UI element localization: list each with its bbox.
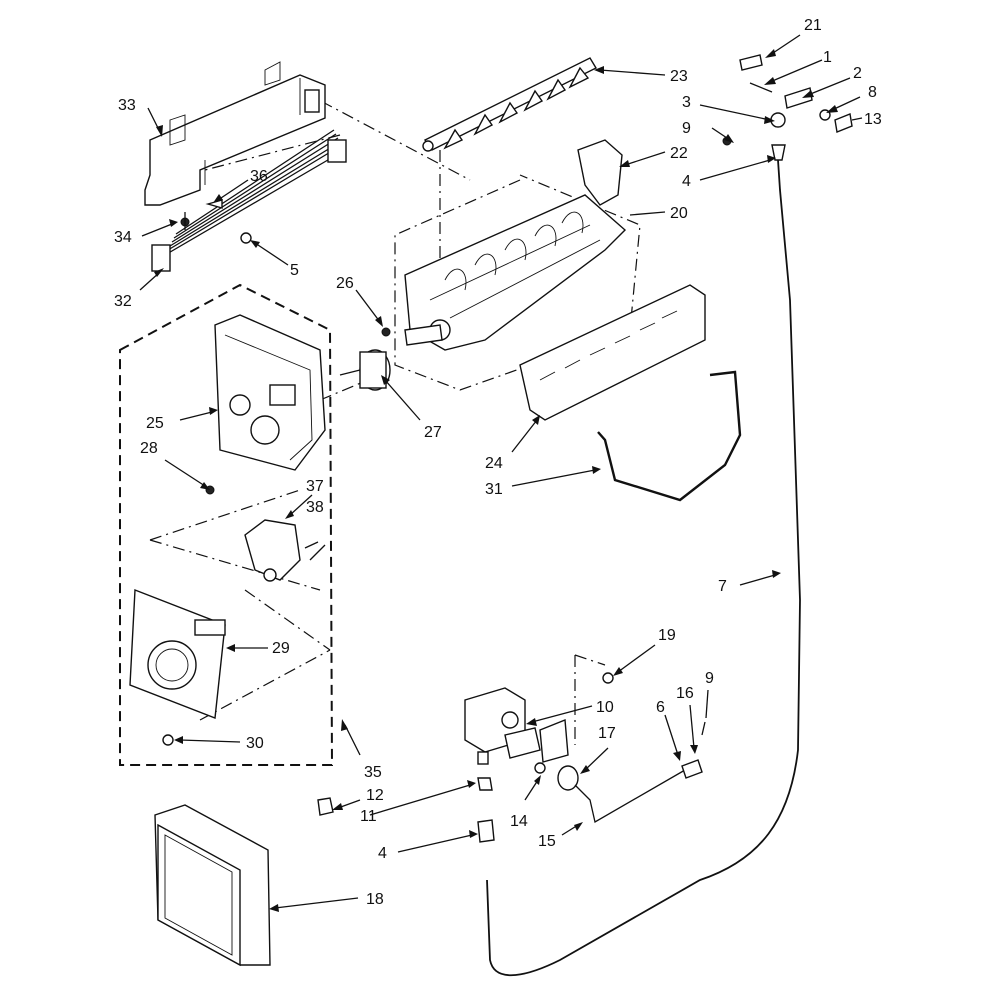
- callout-labels: 21 1 2 3 8 9 13 23 22 4 20 33 36 34 5 32…: [114, 17, 882, 908]
- label-13: 13: [864, 111, 882, 128]
- label-36: 36: [250, 168, 268, 185]
- label-29: 29: [272, 640, 290, 657]
- leader-lines: [139, 34, 863, 912]
- water-tube-7: [486, 159, 801, 977]
- label-3: 3: [682, 94, 691, 111]
- label-1: 1: [823, 49, 832, 66]
- housing-25: [214, 314, 326, 471]
- label-9: 9: [682, 120, 691, 137]
- label-32: 32: [114, 293, 132, 310]
- label-35: 35: [364, 764, 382, 781]
- label-4b: 4: [378, 845, 387, 862]
- label-33: 33: [118, 97, 136, 114]
- ejector-23: [422, 57, 597, 152]
- label-2: 2: [853, 65, 862, 82]
- outlet-fittings: [534, 672, 706, 824]
- label-7: 7: [718, 578, 727, 595]
- label-11: 11: [360, 808, 377, 825]
- label-5: 5: [290, 262, 299, 279]
- label-34: 34: [114, 229, 132, 246]
- valve-10: [464, 687, 569, 765]
- assembly-box-35: [119, 283, 334, 766]
- label-12: 12: [366, 787, 384, 804]
- label-20: 20: [670, 205, 688, 222]
- label-17: 17: [598, 725, 616, 742]
- label-14: 14: [510, 813, 528, 830]
- bracket-33: [144, 61, 326, 206]
- label-28: 28: [140, 440, 158, 457]
- inlet-fittings: [722, 54, 853, 161]
- motor-27: [339, 349, 391, 391]
- label-31: 31: [485, 481, 503, 498]
- label-21: 21: [804, 17, 822, 34]
- label-26: 26: [336, 275, 354, 292]
- motor-37: [244, 519, 301, 582]
- ice-mold-20: [404, 194, 627, 351]
- label-37: 37: [306, 478, 324, 495]
- label-15: 15: [538, 833, 556, 850]
- box-18: [154, 804, 271, 967]
- label-10: 10: [596, 699, 614, 716]
- label-23: 23: [670, 68, 688, 85]
- label-16: 16: [676, 685, 694, 702]
- label-18: 18: [366, 891, 384, 908]
- small-hardware: [180, 199, 391, 337]
- label-8: 8: [868, 84, 877, 101]
- plate-29: [129, 588, 226, 719]
- label-22: 22: [670, 145, 688, 162]
- label-30: 30: [246, 735, 264, 752]
- label-9b: 9: [705, 670, 714, 687]
- label-6: 6: [656, 699, 665, 716]
- stripper-24: [519, 284, 706, 421]
- label-38: 38: [306, 499, 324, 516]
- label-4: 4: [682, 173, 691, 190]
- assembly-guide-lines: [149, 89, 641, 745]
- label-25: 25: [146, 415, 164, 432]
- label-27: 27: [424, 424, 442, 441]
- cover-22: [577, 139, 623, 206]
- feeler-arm-31: [597, 370, 742, 502]
- label-19: 19: [658, 627, 676, 644]
- misc-connectors: [317, 777, 495, 843]
- label-24: 24: [485, 455, 503, 472]
